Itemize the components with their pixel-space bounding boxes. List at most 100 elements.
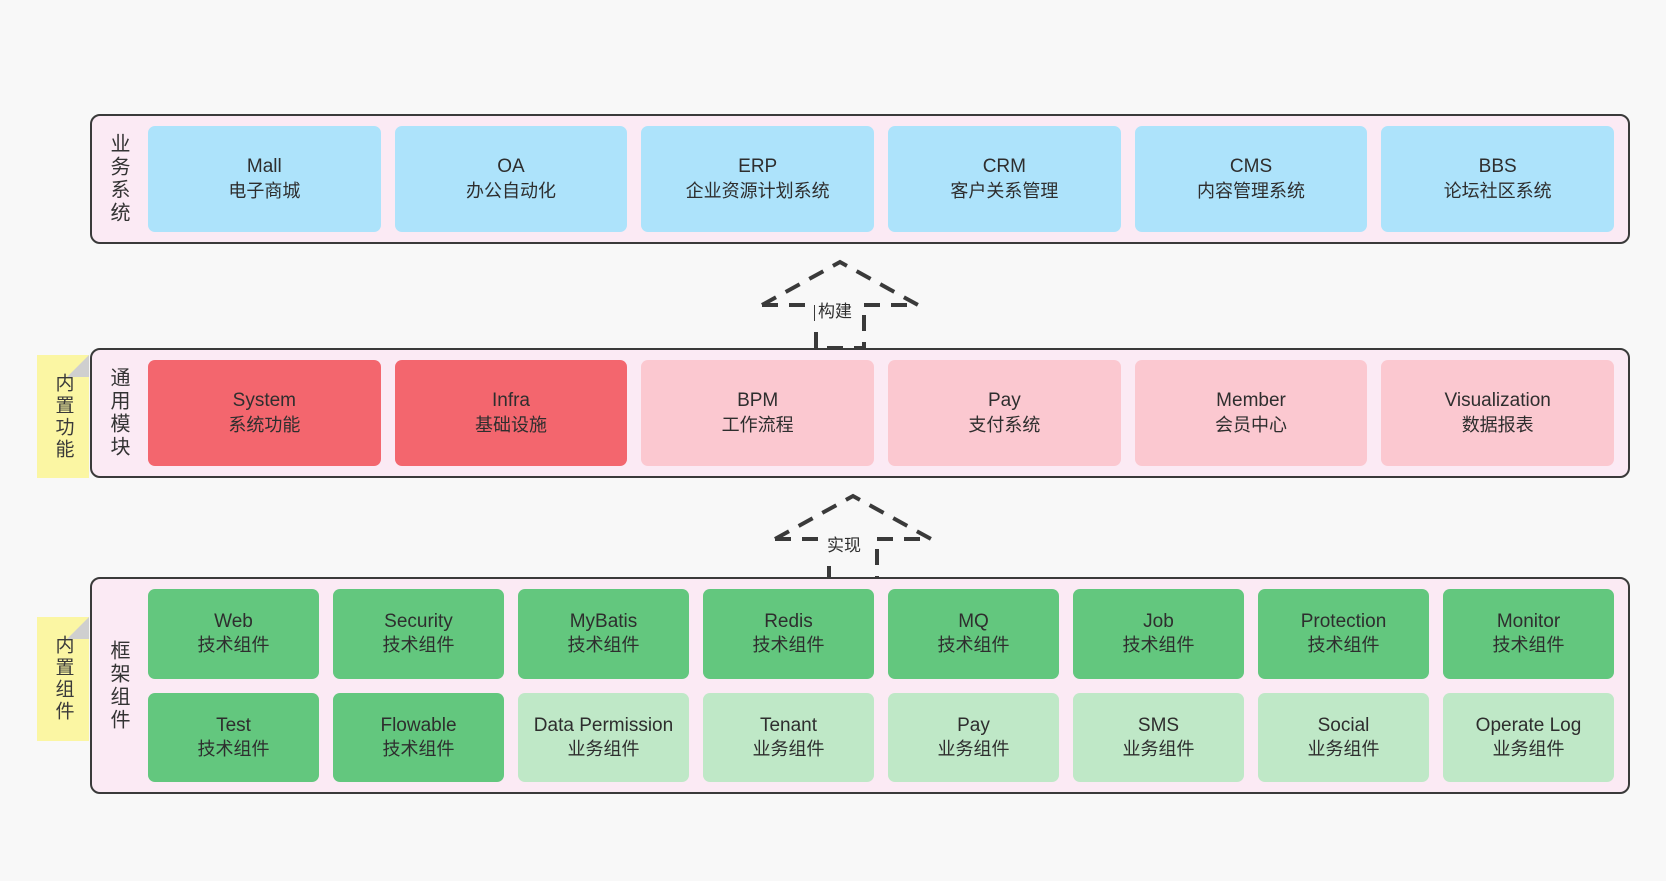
card-title-cn: 技术组件 (382, 738, 455, 759)
card-title-en: Tenant (759, 714, 818, 736)
layer-framework-components: 框架组件 Web 技术组件 Security 技术组件 MyBatis 技术组件… (90, 577, 1630, 794)
card-web[interactable]: Web 技术组件 (148, 589, 319, 679)
card-title-cn: 业务组件 (1307, 738, 1380, 759)
card-pay-component[interactable]: Pay 业务组件 (888, 692, 1059, 782)
card-title-en: Operate Log (1475, 714, 1582, 736)
card-row: Web 技术组件 Security 技术组件 MyBatis 技术组件 Redi… (148, 589, 1614, 679)
card-title-en: CRM (982, 156, 1026, 178)
card-title-en: BBS (1478, 156, 1517, 178)
card-operate-log[interactable]: Operate Log 业务组件 (1443, 692, 1614, 782)
card-title-en: Test (216, 714, 251, 736)
card-security[interactable]: Security 技术组件 (333, 589, 504, 679)
card-title-en: MQ (958, 611, 989, 633)
sticky-note-label: 内置组件 (52, 635, 74, 723)
card-title-en: Visualization (1444, 390, 1551, 412)
card-title-en: BPM (737, 390, 779, 412)
card-row: System 系统功能 Infra 基础设施 BPM 工作流程 Pay 支付系统… (148, 360, 1615, 466)
card-system[interactable]: System 系统功能 (148, 360, 381, 466)
card-visualization[interactable]: Visualization 数据报表 (1381, 360, 1615, 466)
card-member[interactable]: Member 会员中心 (1134, 360, 1368, 466)
card-title-en: CMS (1229, 156, 1273, 178)
card-title-en: Member (1216, 390, 1286, 412)
card-title-en: SMS (1137, 714, 1180, 736)
card-title-cn: 技术组件 (1492, 635, 1565, 656)
card-mq[interactable]: MQ 技术组件 (888, 589, 1059, 679)
card-title-en: Pay (987, 390, 1021, 412)
arrow-implement-label: 实现 (824, 531, 864, 556)
sticky-note-builtin-components: 内置组件 (37, 617, 89, 741)
card-redis[interactable]: Redis 技术组件 (703, 589, 874, 679)
card-title-cn: 基础设施 (475, 414, 547, 435)
sticky-note-label: 内置功能 (52, 372, 74, 461)
card-sms[interactable]: SMS 业务组件 (1073, 692, 1244, 782)
card-cms[interactable]: CMS 内容管理系统 (1134, 126, 1368, 232)
card-title-cn: 技术组件 (197, 635, 270, 656)
card-title-en: Redis (764, 611, 813, 633)
card-title-cn: 业务组件 (937, 738, 1010, 759)
card-title-cn: 技术组件 (567, 635, 640, 656)
card-title-cn: 技术组件 (1122, 635, 1195, 656)
card-title-en: Data Permission (533, 714, 674, 736)
card-title-cn: 业务组件 (1122, 738, 1195, 759)
card-test[interactable]: Test 技术组件 (148, 692, 319, 782)
card-social[interactable]: Social 业务组件 (1258, 692, 1429, 782)
card-title-en: Job (1143, 611, 1174, 633)
layer-common-modules-label: 通用模块 (107, 367, 129, 459)
card-bpm[interactable]: BPM 工作流程 (641, 360, 875, 466)
card-monitor[interactable]: Monitor 技术组件 (1443, 589, 1614, 679)
card-title-cn: 企业资源计划系统 (685, 180, 830, 201)
card-title-cn: 客户关系管理 (950, 180, 1059, 201)
card-title-cn: 会员中心 (1215, 414, 1288, 435)
card-flowable[interactable]: Flowable 技术组件 (333, 692, 504, 782)
card-title-cn: 技术组件 (382, 635, 455, 656)
card-tenant[interactable]: Tenant 业务组件 (703, 692, 874, 782)
card-title-cn: 工作流程 (721, 414, 794, 435)
card-title-en: Infra (491, 390, 531, 412)
card-title-cn: 内容管理系统 (1197, 180, 1306, 201)
layer-business-system-label: 业务系统 (107, 133, 129, 225)
arrow-build-label: 构建 (815, 297, 855, 322)
card-title-en: Monitor (1496, 611, 1561, 633)
card-title-en: Social (1317, 714, 1370, 736)
layer-framework-components-cards: Web 技术组件 Security 技术组件 MyBatis 技术组件 Redi… (144, 579, 1628, 792)
layer-business-system: 业务系统 Mall 电子商城 OA 办公自动化 ERP 企业资源计划系统 CRM… (90, 114, 1630, 244)
card-title-en: Mall (246, 156, 282, 178)
card-row: Test 技术组件 Flowable 技术组件 Data Permission … (148, 692, 1614, 782)
arrow-build: 构建 (755, 258, 925, 350)
card-title-cn: 数据报表 (1461, 414, 1534, 435)
card-pay[interactable]: Pay 支付系统 (888, 360, 1121, 466)
card-mybatis[interactable]: MyBatis 技术组件 (518, 589, 689, 679)
card-title-en: OA (497, 156, 525, 178)
card-title-en: Web (214, 611, 253, 633)
card-bbs[interactable]: BBS 论坛社区系统 (1381, 126, 1615, 232)
layer-business-system-cards: Mall 电子商城 OA 办公自动化 ERP 企业资源计划系统 CRM 客户关系… (144, 116, 1628, 242)
card-title-cn: 技术组件 (937, 635, 1010, 656)
card-infra[interactable]: Infra 基础设施 (394, 360, 628, 466)
card-title-cn: 业务组件 (567, 738, 640, 759)
card-title-cn: 技术组件 (752, 635, 825, 656)
card-title-cn: 业务组件 (1492, 738, 1565, 759)
card-protection[interactable]: Protection 技术组件 (1258, 589, 1429, 679)
card-title-cn: 业务组件 (752, 738, 825, 759)
card-title-cn: 办公自动化 (466, 180, 556, 201)
card-title-en: Flowable (380, 714, 457, 736)
card-title-en: Protection (1300, 611, 1387, 633)
card-row: Mall 电子商城 OA 办公自动化 ERP 企业资源计划系统 CRM 客户关系… (148, 126, 1615, 232)
card-title-en: System (232, 390, 297, 412)
card-title-cn: 技术组件 (197, 738, 270, 759)
card-oa[interactable]: OA 办公自动化 (394, 126, 628, 232)
card-job[interactable]: Job 技术组件 (1073, 589, 1244, 679)
card-title-en: Pay (957, 714, 990, 736)
layer-framework-components-label: 框架组件 (107, 639, 129, 732)
card-title-cn: 支付系统 (968, 414, 1041, 435)
card-title-cn: 电子商城 (228, 180, 301, 201)
card-title-en: Security (384, 611, 453, 633)
card-erp[interactable]: ERP 企业资源计划系统 (641, 126, 875, 232)
card-title-en: ERP (738, 156, 778, 178)
card-mall[interactable]: Mall 电子商城 (148, 126, 381, 232)
card-crm[interactable]: CRM 客户关系管理 (888, 126, 1121, 232)
arrow-implement: 实现 (768, 492, 938, 584)
layer-common-modules: 通用模块 System 系统功能 Infra 基础设施 BPM 工作流程 Pay… (90, 348, 1630, 478)
card-data-permission[interactable]: Data Permission 业务组件 (518, 692, 689, 782)
